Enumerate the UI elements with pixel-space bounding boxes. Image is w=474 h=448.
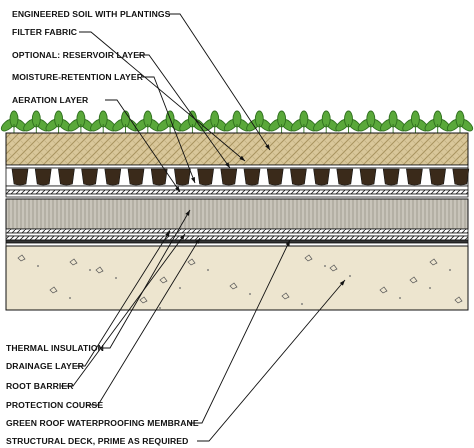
waterproofing-membrane-layer [5,239,469,244]
label-protection-course: PROTECTION COURSE [6,400,104,410]
label-drainage-layer: DRAINAGE LAYER [6,361,84,371]
drainage-layer [5,228,469,234]
label-engineered-soil: ENGINEERED SOIL WITH PLANTINGS [12,9,171,19]
plant-icon [67,110,94,133]
protection-course-layer [5,235,469,241]
label-moisture-retention: MOISTURE-RETENTION LAYER [12,72,143,82]
engineered-soil-layer [5,132,469,166]
label-root-barrier: ROOT BARRIER [6,381,74,391]
label-structural-deck: STRUCTURAL DECK, PRIME AS REQUIRED [6,436,189,446]
moisture-retention-layer [5,185,469,191]
plant-icon [446,110,474,133]
label-aeration-layer: AERATION LAYER [12,95,89,105]
thermal-insulation-layer [5,198,469,230]
label-filter-fabric: FILTER FABRIC [12,27,78,37]
deck-aggregate [17,254,463,309]
label-waterproofing-membrane: GREEN ROOF WATERPROOFING MEMBRANE [6,418,199,428]
filter-fabric-layer [5,164,469,169]
plantings [0,110,474,133]
leader-lines [61,13,346,442]
root-barrier-layer [5,232,469,237]
plant-icon [313,110,340,133]
aeration-layer [5,189,469,195]
plant-icon [402,110,429,133]
plant-icon [134,110,161,133]
structural-deck [5,245,469,311]
label-reservoir-layer: OPTIONAL: RESERVOIR LAYER [12,50,146,60]
label-thermal-insulation: THERMAL INSULATION [6,343,104,353]
